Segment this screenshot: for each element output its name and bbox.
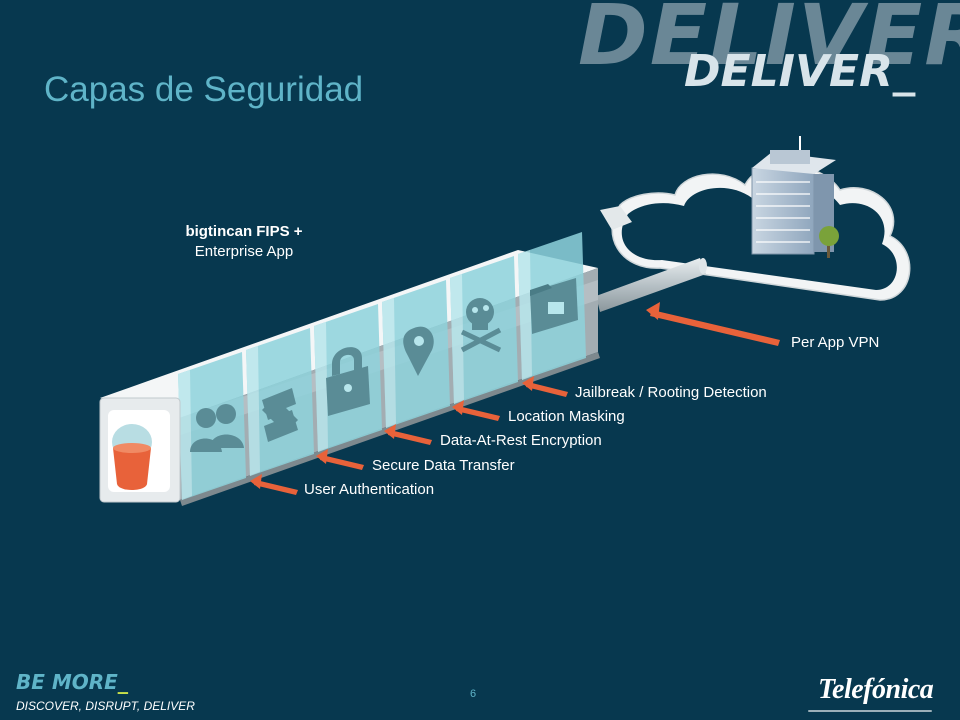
product-title: bigtincan FIPS + Enterprise App (160, 222, 328, 262)
layer-label-location-masking: Location Masking (508, 408, 625, 425)
deliver-watermark-large: DELIVER (578, 0, 960, 84)
be-more-text: BE MORE (16, 670, 118, 694)
layer-label-data-at-rest: Data-At-Rest Encryption (440, 432, 602, 449)
app-cup-icon (99, 397, 181, 503)
layer-label-user-authentication: User Authentication (304, 481, 435, 498)
layer-arrows (250, 302, 780, 495)
telefonica-logo-underline (808, 710, 932, 712)
location-pin-icon (403, 326, 434, 376)
product-title-line1: bigtincan FIPS + (185, 223, 303, 240)
slide-title: Capas de Seguridad (44, 70, 364, 109)
skull-crossbones-icon (460, 298, 502, 353)
layer-label-jailbreak-detection: Jailbreak / Rooting Detection (575, 384, 767, 401)
product-title-line2: Enterprise App (194, 243, 294, 260)
folder-lock-icon (530, 278, 578, 334)
deliver-watermark-small: DELIVER_ (684, 46, 915, 97)
page-number: 6 (470, 688, 477, 700)
layer-label-per-app-vpn: Per App VPN (791, 334, 880, 351)
connector-pipe (596, 258, 707, 312)
telefonica-logo: Telefónica (818, 674, 934, 705)
be-more-underscore: _ (117, 670, 128, 694)
refresh-arrows-icon (262, 388, 298, 442)
tree-icon (819, 226, 839, 258)
padlock-icon (326, 347, 370, 416)
users-icon (190, 404, 244, 452)
office-building-icon (751, 136, 836, 255)
be-more-logo: BE MORE_ (16, 670, 128, 694)
footer-tagline: DISCOVER, DISRUPT, DELIVER (16, 699, 195, 713)
layer-label-secure-data-transfer: Secure Data Transfer (372, 457, 515, 474)
